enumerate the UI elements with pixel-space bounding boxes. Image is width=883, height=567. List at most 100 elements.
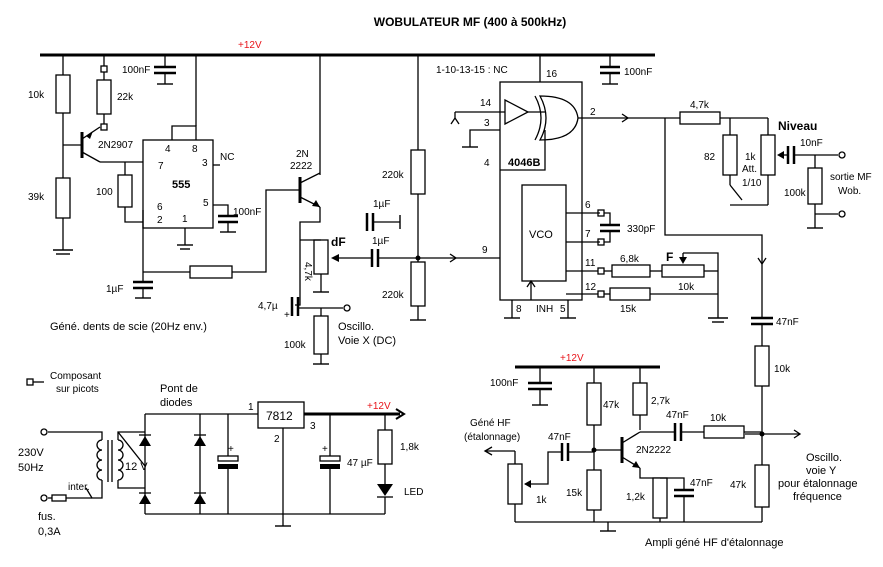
svg-text:100k: 100k	[784, 188, 807, 199]
svg-text:220k: 220k	[382, 290, 405, 301]
diode-bridge	[139, 413, 228, 515]
niveau-label: Niveau	[778, 119, 817, 133]
svg-text:8: 8	[516, 304, 522, 315]
nc-pins-label: 1-10-13-15 : NC	[436, 65, 508, 76]
svg-text:12 V: 12 V	[125, 461, 148, 473]
svg-text:47nF: 47nF	[690, 478, 713, 489]
capacitor-100nf-b-label: 100nF	[233, 207, 261, 218]
xor-gate	[538, 95, 579, 141]
resistor-22k	[96, 79, 112, 115]
svg-text:(étalonnage): (étalonnage)	[464, 432, 520, 443]
resistor-39k-label: 39k	[28, 192, 45, 203]
svg-text:1: 1	[182, 214, 188, 225]
svg-text:fréquence: fréquence	[793, 491, 842, 503]
vco-block	[521, 184, 567, 282]
resistor-15k-b	[586, 469, 602, 511]
svg-text:5: 5	[203, 198, 209, 209]
resistor-100-label: 100	[96, 187, 113, 198]
resistor-10k-a	[55, 74, 71, 114]
resistor-2k7	[632, 382, 648, 416]
svg-text:47k: 47k	[603, 400, 620, 411]
svg-text:5: 5	[560, 304, 566, 315]
svg-text:16: 16	[546, 69, 558, 80]
svg-text:Wob.: Wob.	[838, 186, 861, 197]
svg-text:2N2222: 2N2222	[636, 445, 671, 456]
svg-text:1/10: 1/10	[742, 178, 762, 189]
svg-text:10nF: 10nF	[800, 138, 823, 149]
resistor-1k2	[652, 477, 668, 519]
svg-text:14: 14	[480, 98, 492, 109]
capacitor-filter	[217, 455, 239, 462]
potentiometer-4k7	[313, 239, 329, 275]
resistor-47k-b	[754, 464, 770, 508]
svg-text:6: 6	[585, 200, 591, 211]
svg-text:inter.: inter.	[68, 482, 90, 493]
svg-text:7: 7	[158, 161, 164, 172]
potentiometer-niveau	[760, 134, 776, 176]
resistor-1k8	[377, 429, 393, 465]
svg-text:1µF: 1µF	[372, 236, 389, 247]
svg-text:Att.: Att.	[742, 164, 757, 175]
svg-text:100nF: 100nF	[490, 378, 518, 389]
svg-text:sortie MF: sortie MF	[830, 172, 872, 183]
transistor-2n2907-label: 2N2907	[98, 140, 133, 151]
svg-text:3: 3	[310, 421, 316, 432]
svg-text:pour étalonnage: pour étalonnage	[778, 478, 858, 490]
svg-text:8: 8	[192, 144, 198, 155]
svg-text:7: 7	[585, 229, 591, 240]
svg-text:9: 9	[482, 245, 488, 256]
svg-text:Voie X (DC): Voie X (DC)	[338, 335, 396, 347]
fuse	[51, 494, 67, 502]
nc-label-555: NC	[220, 152, 234, 163]
capacitor-100nf-a-label: 100nF	[122, 65, 150, 76]
transistor-2n2222-a	[298, 172, 321, 208]
resistor-82	[722, 134, 738, 176]
svg-text:voie Y: voie Y	[806, 465, 837, 477]
ic-555-label: 555	[172, 179, 190, 191]
svg-text:82: 82	[704, 152, 716, 163]
svg-text:Oscillo.: Oscillo.	[338, 321, 374, 333]
svg-text:47nF: 47nF	[776, 317, 799, 328]
picot	[100, 65, 108, 73]
transformer	[96, 439, 124, 482]
capacitor-1uf-a-label: 1µF	[106, 284, 123, 295]
led-icon	[377, 484, 393, 496]
svg-text:+: +	[228, 444, 234, 455]
svg-text:47k: 47k	[730, 480, 747, 491]
resistor-100k-b	[807, 167, 823, 205]
svg-text:10k: 10k	[678, 282, 695, 293]
resistor-220k-b	[410, 261, 426, 307]
ampli-label: Ampli géné HF d'étalonnage	[645, 537, 783, 549]
svg-text:47 µF: 47 µF	[347, 458, 373, 469]
svg-text:330pF: 330pF	[627, 224, 655, 235]
svg-text:50Hz: 50Hz	[18, 462, 44, 474]
svg-text:+: +	[322, 444, 328, 455]
svg-text:2: 2	[590, 107, 596, 118]
svg-text:10k: 10k	[710, 413, 727, 424]
svg-text:1,8k: 1,8k	[400, 442, 420, 453]
svg-text:2: 2	[274, 434, 280, 445]
potentiometer-1k-b	[507, 463, 523, 505]
resistor-100	[117, 174, 133, 208]
capacitor-4u7-label: 4,7µ	[258, 301, 278, 312]
svg-text:6: 6	[157, 202, 163, 213]
svg-text:12: 12	[585, 282, 597, 293]
svg-text:47nF: 47nF	[666, 410, 689, 421]
svg-text:+12V: +12V	[560, 353, 584, 364]
transistor-2n2907	[80, 126, 101, 163]
svg-text:INH: INH	[536, 304, 553, 315]
svg-text:7812: 7812	[266, 409, 293, 423]
picot	[100, 123, 108, 131]
resistor-15k-a	[609, 287, 651, 301]
resistor-22k-label: 22k	[117, 92, 134, 103]
resistor-47k-a	[586, 382, 602, 426]
svg-text:2: 2	[157, 215, 163, 226]
svg-text:3: 3	[202, 158, 208, 169]
resistor-220k-a	[410, 149, 426, 195]
svg-text:15k: 15k	[566, 488, 583, 499]
svg-text:4,7k: 4,7k	[690, 100, 710, 111]
df-label: dF	[331, 235, 346, 249]
svg-text:2222: 2222	[290, 161, 313, 172]
